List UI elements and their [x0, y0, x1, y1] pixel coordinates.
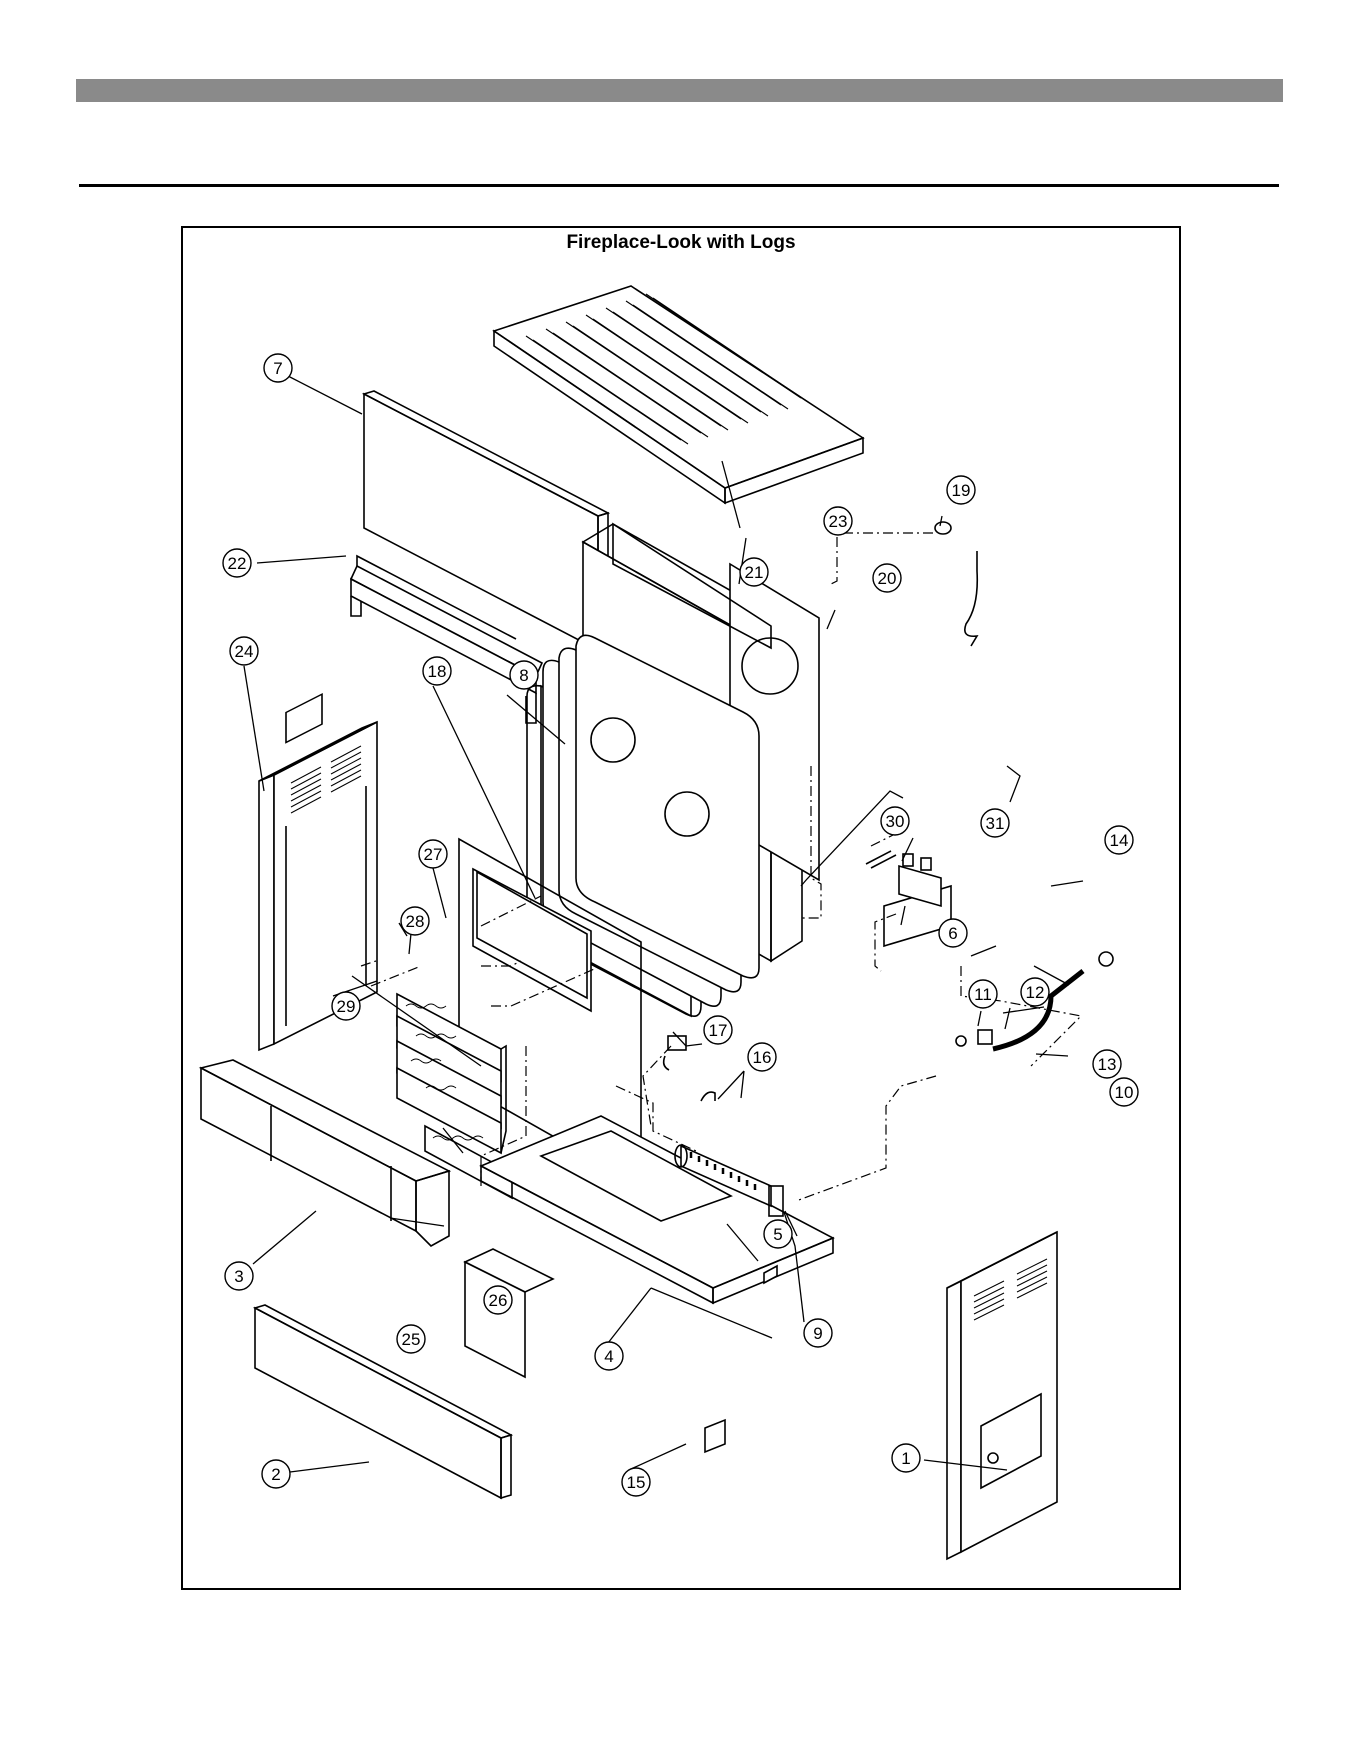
callout-number: 23	[829, 512, 848, 531]
callout-number: 12	[1026, 983, 1045, 1002]
callout-number: 2	[271, 1465, 280, 1484]
part-log-set	[397, 994, 506, 1153]
callout-number: 16	[753, 1048, 772, 1067]
part-thermo-wire	[935, 522, 977, 646]
callout-number: 20	[878, 569, 897, 588]
callout-31: 31	[981, 809, 1009, 837]
callout-3: 3	[225, 1262, 253, 1290]
callout-number: 10	[1115, 1083, 1134, 1102]
callout-number: 28	[406, 912, 425, 931]
callout-number: 14	[1110, 831, 1129, 850]
callout-number: 3	[234, 1267, 243, 1286]
callout-6: 6	[939, 919, 967, 947]
header-bar	[76, 79, 1283, 102]
callout-number: 24	[235, 642, 254, 661]
callout-number: 5	[773, 1225, 782, 1244]
callout-number: 25	[402, 1330, 421, 1349]
callout-7: 7	[264, 354, 292, 382]
callout-1: 1	[892, 1444, 920, 1472]
callout-9: 9	[804, 1319, 832, 1347]
part-burner-box	[465, 1249, 553, 1377]
callout-number: 27	[424, 845, 443, 864]
callout-10: 10	[1110, 1078, 1138, 1106]
callout-13: 13	[1093, 1050, 1121, 1078]
exploded-parts-diagram: 1234567891011121314151617181920212223242…	[181, 226, 1181, 1590]
callout-8: 8	[510, 661, 538, 689]
callout-29: 29	[332, 992, 360, 1020]
callout-number: 22	[228, 554, 247, 573]
callout-21: 21	[740, 558, 768, 586]
callout-22: 22	[223, 549, 251, 577]
callout-number: 4	[604, 1347, 613, 1366]
callout-25: 25	[397, 1325, 425, 1353]
callout-5: 5	[764, 1220, 792, 1248]
callout-number: 1	[901, 1449, 910, 1468]
callout-11: 11	[969, 980, 997, 1008]
callout-15: 15	[622, 1468, 650, 1496]
callout-number: 21	[745, 563, 764, 582]
callout-number: 30	[886, 812, 905, 831]
part-right-side-panel	[947, 1232, 1057, 1559]
callout-number: 19	[952, 481, 971, 500]
part-heat-exchanger	[459, 635, 759, 1186]
callout-number: 6	[948, 924, 957, 943]
callout-number: 26	[489, 1291, 508, 1310]
callout-28: 28	[401, 907, 429, 935]
callout-14: 14	[1105, 826, 1133, 854]
callout-number: 9	[813, 1324, 822, 1343]
callout-24: 24	[230, 637, 258, 665]
callout-19: 19	[947, 476, 975, 504]
callout-18: 18	[423, 657, 451, 685]
callout-number: 13	[1098, 1055, 1117, 1074]
callout-20: 20	[873, 564, 901, 592]
callout-number: 11	[974, 985, 992, 1004]
callout-number: 7	[273, 359, 282, 378]
callout-23: 23	[824, 507, 852, 535]
part-top-grille	[494, 286, 863, 503]
callout-number: 15	[627, 1473, 646, 1492]
header-rule	[79, 184, 1279, 187]
callout-number: 29	[337, 997, 356, 1016]
callout-27: 27	[419, 840, 447, 868]
callout-26: 26	[484, 1286, 512, 1314]
callout-4: 4	[595, 1342, 623, 1370]
part-left-side-panel	[259, 694, 377, 1050]
callout-number: 31	[986, 814, 1005, 833]
callout-16: 16	[748, 1043, 776, 1071]
callout-30: 30	[881, 807, 909, 835]
callout-number: 18	[428, 662, 447, 681]
callout-number: 8	[519, 666, 528, 685]
callout-17: 17	[704, 1016, 732, 1044]
part-switch	[705, 1420, 725, 1452]
part-small-bracket	[764, 1266, 777, 1283]
part-base-pan	[481, 1116, 833, 1303]
callout-number: 17	[709, 1021, 728, 1040]
callout-2: 2	[262, 1460, 290, 1488]
callout-12: 12	[1021, 978, 1049, 1006]
